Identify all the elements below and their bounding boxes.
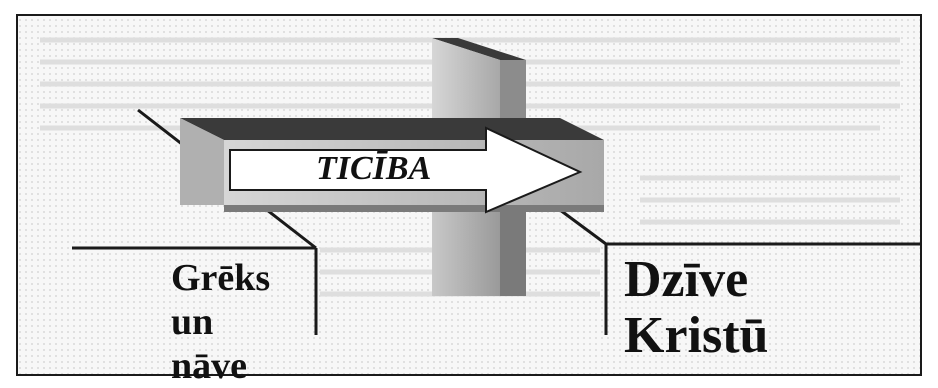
right-label-line: Dzīve [624, 251, 749, 308]
right-platform [555, 205, 921, 335]
left-label-line: nāve [171, 345, 247, 387]
arrow-label-faith: TICĪBA [316, 150, 432, 187]
left-label-line: Grēks [171, 257, 271, 299]
right-label-line: Kristū [624, 307, 769, 364]
left-label-sin-and-death: Grēks un nāve [171, 256, 270, 388]
right-label-life-in-christ: Dzīve Kristū [624, 252, 768, 364]
left-label-line: un [171, 301, 214, 343]
faith-arrow [229, 126, 583, 214]
outer-frame [16, 14, 922, 376]
